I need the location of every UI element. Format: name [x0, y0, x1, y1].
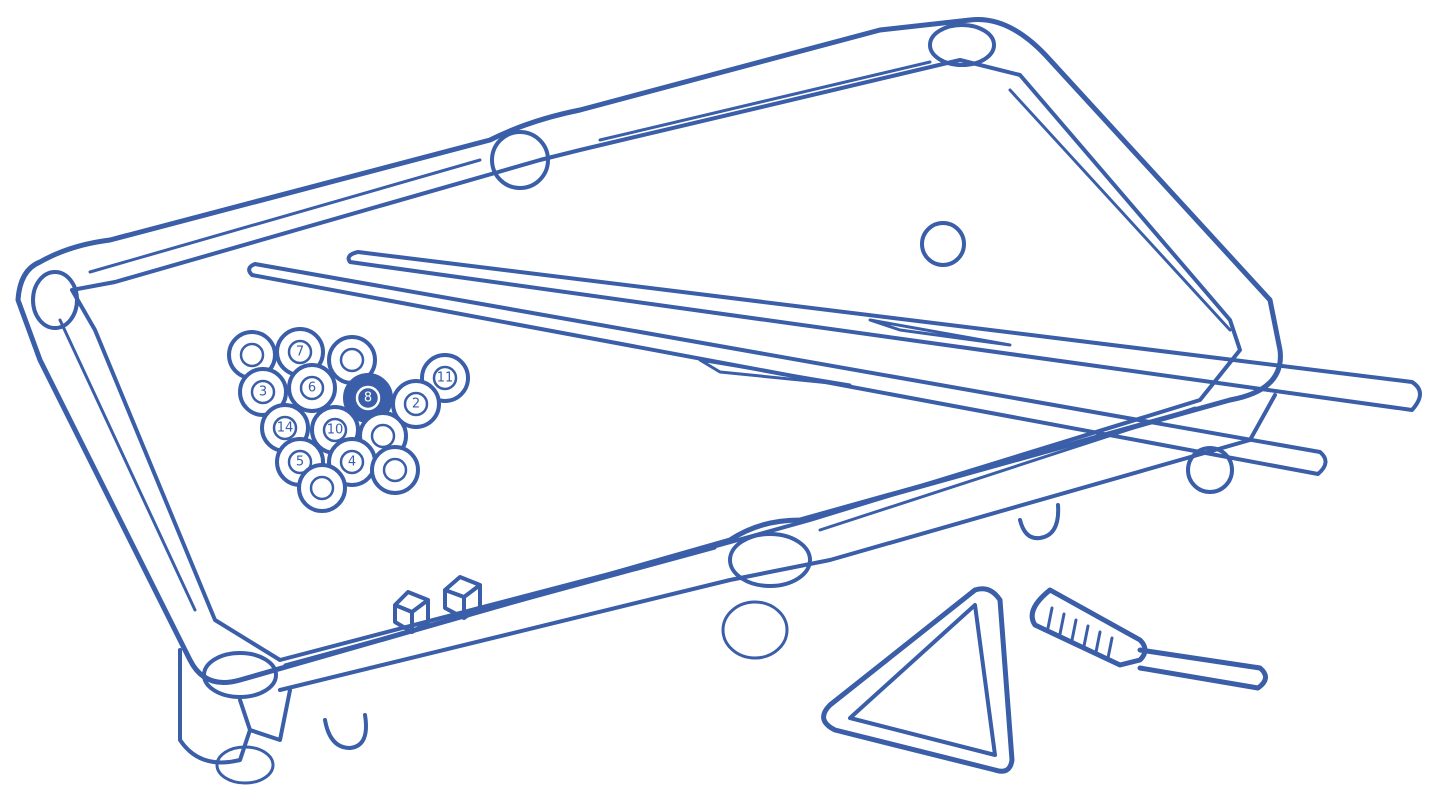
rack-ball: 11 — [420, 353, 470, 403]
table-rail — [15, 17, 1283, 765]
rack-ball — [297, 463, 347, 513]
pocket-left — [31, 270, 79, 330]
ball-rack: 7 3 6 8 11 14 10 2 4 5 — [227, 327, 470, 513]
ball-number: 14 — [277, 421, 294, 436]
pocket-net-bottom-middle — [721, 600, 789, 660]
ball-number: 6 — [308, 381, 316, 396]
pocket-bottom-middle — [728, 532, 812, 588]
ball-number: 2 — [412, 397, 420, 412]
ball-number: 8 — [364, 391, 372, 406]
ball-number: 4 — [348, 455, 356, 470]
pocket-bottom-left — [202, 651, 278, 699]
ball-number: 10 — [327, 423, 344, 438]
ball-number: 7 — [296, 345, 304, 360]
pockets — [31, 23, 1234, 785]
rack-ball: 3 — [238, 367, 288, 417]
cue-stick-lower — [247, 262, 1328, 476]
ball-number: 3 — [259, 385, 267, 400]
table-legs — [323, 503, 1061, 750]
ball-number: 5 — [296, 455, 304, 470]
pocket-net-bottom-left — [215, 745, 275, 785]
leg-front-right — [1018, 503, 1061, 541]
triangle-rack — [821, 586, 1015, 774]
cue-stick-upper — [346, 250, 1422, 412]
cue-sticks — [247, 250, 1422, 476]
ball-number: 11 — [437, 371, 454, 386]
chalk-cube-left — [393, 590, 430, 634]
rack-ball: 2 — [391, 379, 441, 429]
table-brush — [1029, 587, 1268, 691]
chalk-cubes — [393, 575, 482, 634]
pocket-top-right — [928, 23, 996, 67]
pocket-right — [1186, 446, 1234, 494]
leg-front-left — [323, 713, 368, 750]
rack-ball: 6 — [287, 363, 337, 413]
chalk-cube-right — [443, 575, 482, 620]
rack-ball: 8 — [343, 373, 393, 423]
pocket-top-middle — [490, 130, 550, 190]
rack-ball — [370, 445, 420, 495]
cue-ball — [920, 221, 966, 267]
